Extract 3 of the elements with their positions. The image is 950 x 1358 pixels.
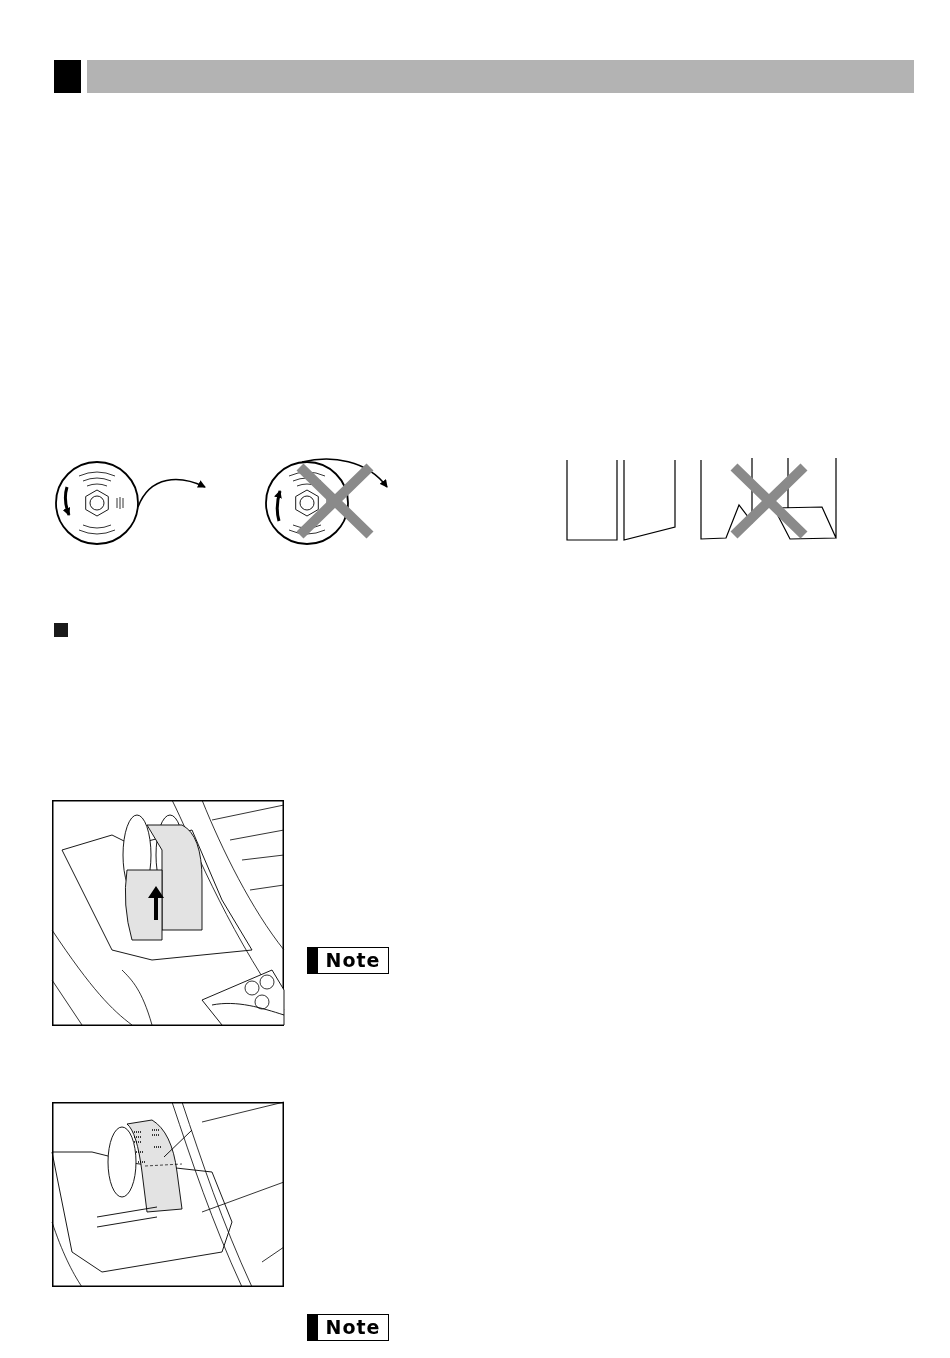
note-heading: Note xyxy=(307,947,389,974)
note-heading: Note xyxy=(307,1314,389,1341)
title-bar xyxy=(87,60,914,93)
